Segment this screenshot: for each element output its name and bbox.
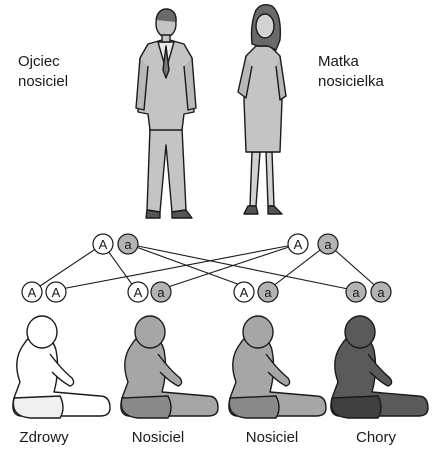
allele-letter: a: [352, 285, 360, 300]
allele-circle: [257, 281, 279, 303]
allele-circle: [233, 281, 255, 303]
child-carrier-1-figure: [120, 315, 219, 419]
allele-circle: [21, 281, 43, 303]
child-carrier-2-alleles: A a: [233, 281, 279, 303]
allele-circle: [317, 233, 339, 255]
allele-circle: [117, 233, 139, 255]
father-alleles: A a: [92, 233, 139, 255]
child-label-carrier-2: Nosiciel: [245, 429, 299, 446]
child-label-sick: Chory: [355, 429, 396, 446]
allele-circle: [92, 233, 114, 255]
allele-circle: [370, 281, 392, 303]
allele-letter: a: [377, 285, 385, 300]
father-label: Ojciec nosiciel: [18, 53, 69, 90]
child-carrier-1-alleles: A a: [127, 281, 172, 303]
allele-letter: A: [294, 237, 303, 252]
allele-letter: a: [157, 285, 165, 300]
child-carrier-2-figure: [228, 315, 327, 419]
child-sick-figure: [330, 315, 429, 419]
allele-letter: a: [264, 285, 272, 300]
father-figure: [135, 8, 197, 219]
allele-letter: a: [124, 237, 132, 252]
allele-letter: A: [99, 237, 108, 252]
child-healthy-figure: [12, 315, 111, 419]
allele-letter: A: [28, 285, 37, 300]
child-label-carrier-1: Nosiciel: [131, 429, 185, 446]
allele-circle: [345, 281, 367, 303]
allele-circle: [45, 281, 67, 303]
allele-circle: [287, 233, 309, 255]
child-label-healthy: Zdrowy: [19, 429, 69, 446]
allele-letter: A: [52, 285, 61, 300]
allele-letter: a: [324, 237, 332, 252]
allele-letter: A: [240, 285, 249, 300]
allele-letter: A: [134, 285, 143, 300]
mother-label: Matka nosicielka: [318, 53, 384, 90]
mother-alleles: A a: [287, 233, 339, 255]
allele-circle: [127, 281, 149, 303]
mother-figure: [237, 3, 287, 215]
child-healthy-alleles: A A: [21, 281, 67, 303]
allele-circle: [150, 281, 172, 303]
child-sick-alleles: a a: [345, 281, 392, 303]
